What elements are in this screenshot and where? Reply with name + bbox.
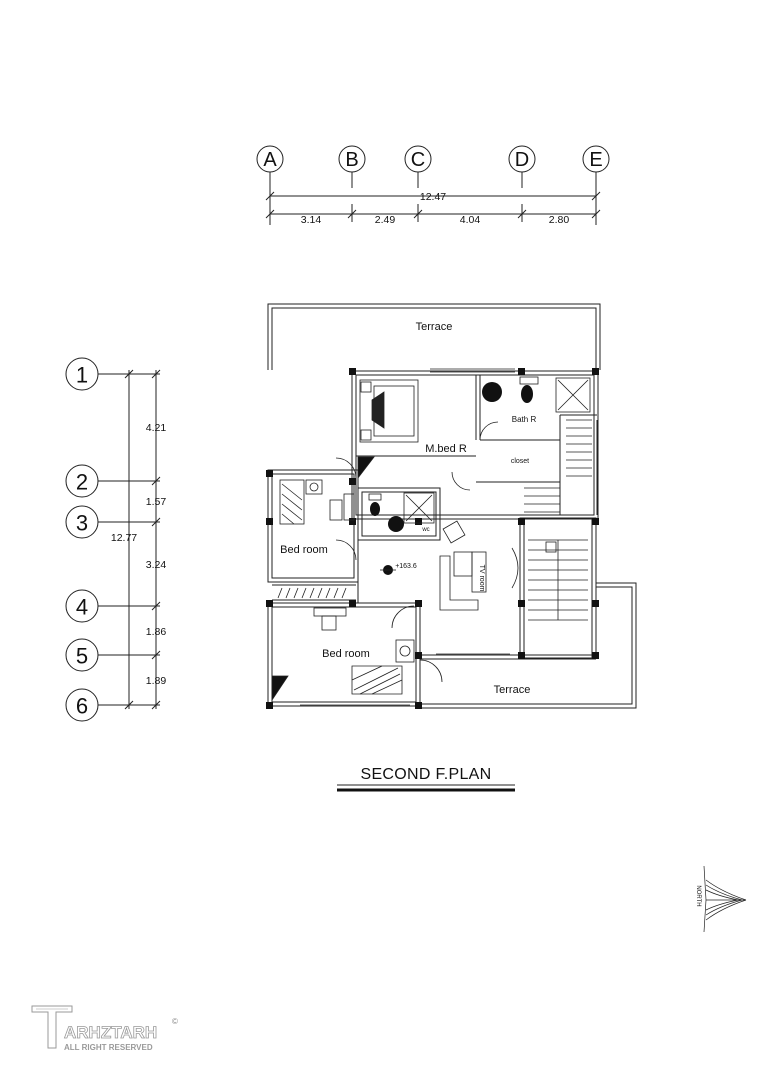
dim-span-ab: 3.14 [301,214,322,226]
brand-logo: ARHZTARH © ALL RIGHT RESERVED [31,1005,178,1052]
dim-span-12: 4.21 [146,422,167,434]
dim-total-vertical: 12.77 [111,532,137,544]
grid-label-b: B [345,149,358,171]
grid-label-4: 4 [76,595,88,620]
north-label: NORTH [695,885,701,906]
north-arrow [703,865,747,933]
dim-span-23: 1.57 [146,496,167,508]
walls [267,303,637,709]
column-grid [256,145,610,225]
room-wc: wc [421,527,429,533]
room-bed-1: Bed room [280,544,328,556]
brand-logo-text: ARHZTARH [64,1023,157,1042]
grid-label-5: 5 [76,644,88,669]
room-bath: Bath R [512,415,537,424]
room-bed-2: Bed room [322,648,370,660]
dim-span-56: 1.89 [146,675,167,687]
room-terrace-bottom: Terrace [494,684,531,696]
dim-span-cd: 4.04 [460,214,481,226]
room-closet: closet [511,458,529,465]
grid-label-d: D [515,149,529,171]
furniture [271,368,592,706]
structural-columns [266,368,599,709]
grid-label-a: A [263,149,277,171]
dim-span-bc: 2.49 [375,214,396,226]
room-master-bed: M.bed R [425,443,467,455]
bath-fixtures [370,382,533,575]
grid-label-6: 6 [76,694,88,719]
grid-label-3: 3 [76,511,88,536]
grid-label-2: 2 [76,470,88,495]
dim-span-34: 3.24 [146,559,167,571]
dim-total-horizontal: 12.47 [420,191,446,203]
brand-logo-mark: © [172,1017,178,1026]
room-terrace-top: Terrace [416,321,453,333]
level-mark: +163.6 [395,563,417,570]
dim-span-de: 2.80 [549,214,570,226]
row-grid [65,357,161,722]
dim-span-45: 1.86 [146,626,167,638]
grid-label-e: E [589,149,602,171]
grid-label-1: 1 [76,363,88,388]
room-tv: TV room [478,565,485,592]
grid-label-c: C [411,149,425,171]
brand-tagline: ALL RIGHT RESERVED [64,1043,153,1052]
plan-title: SECOND F.PLAN [360,766,491,783]
